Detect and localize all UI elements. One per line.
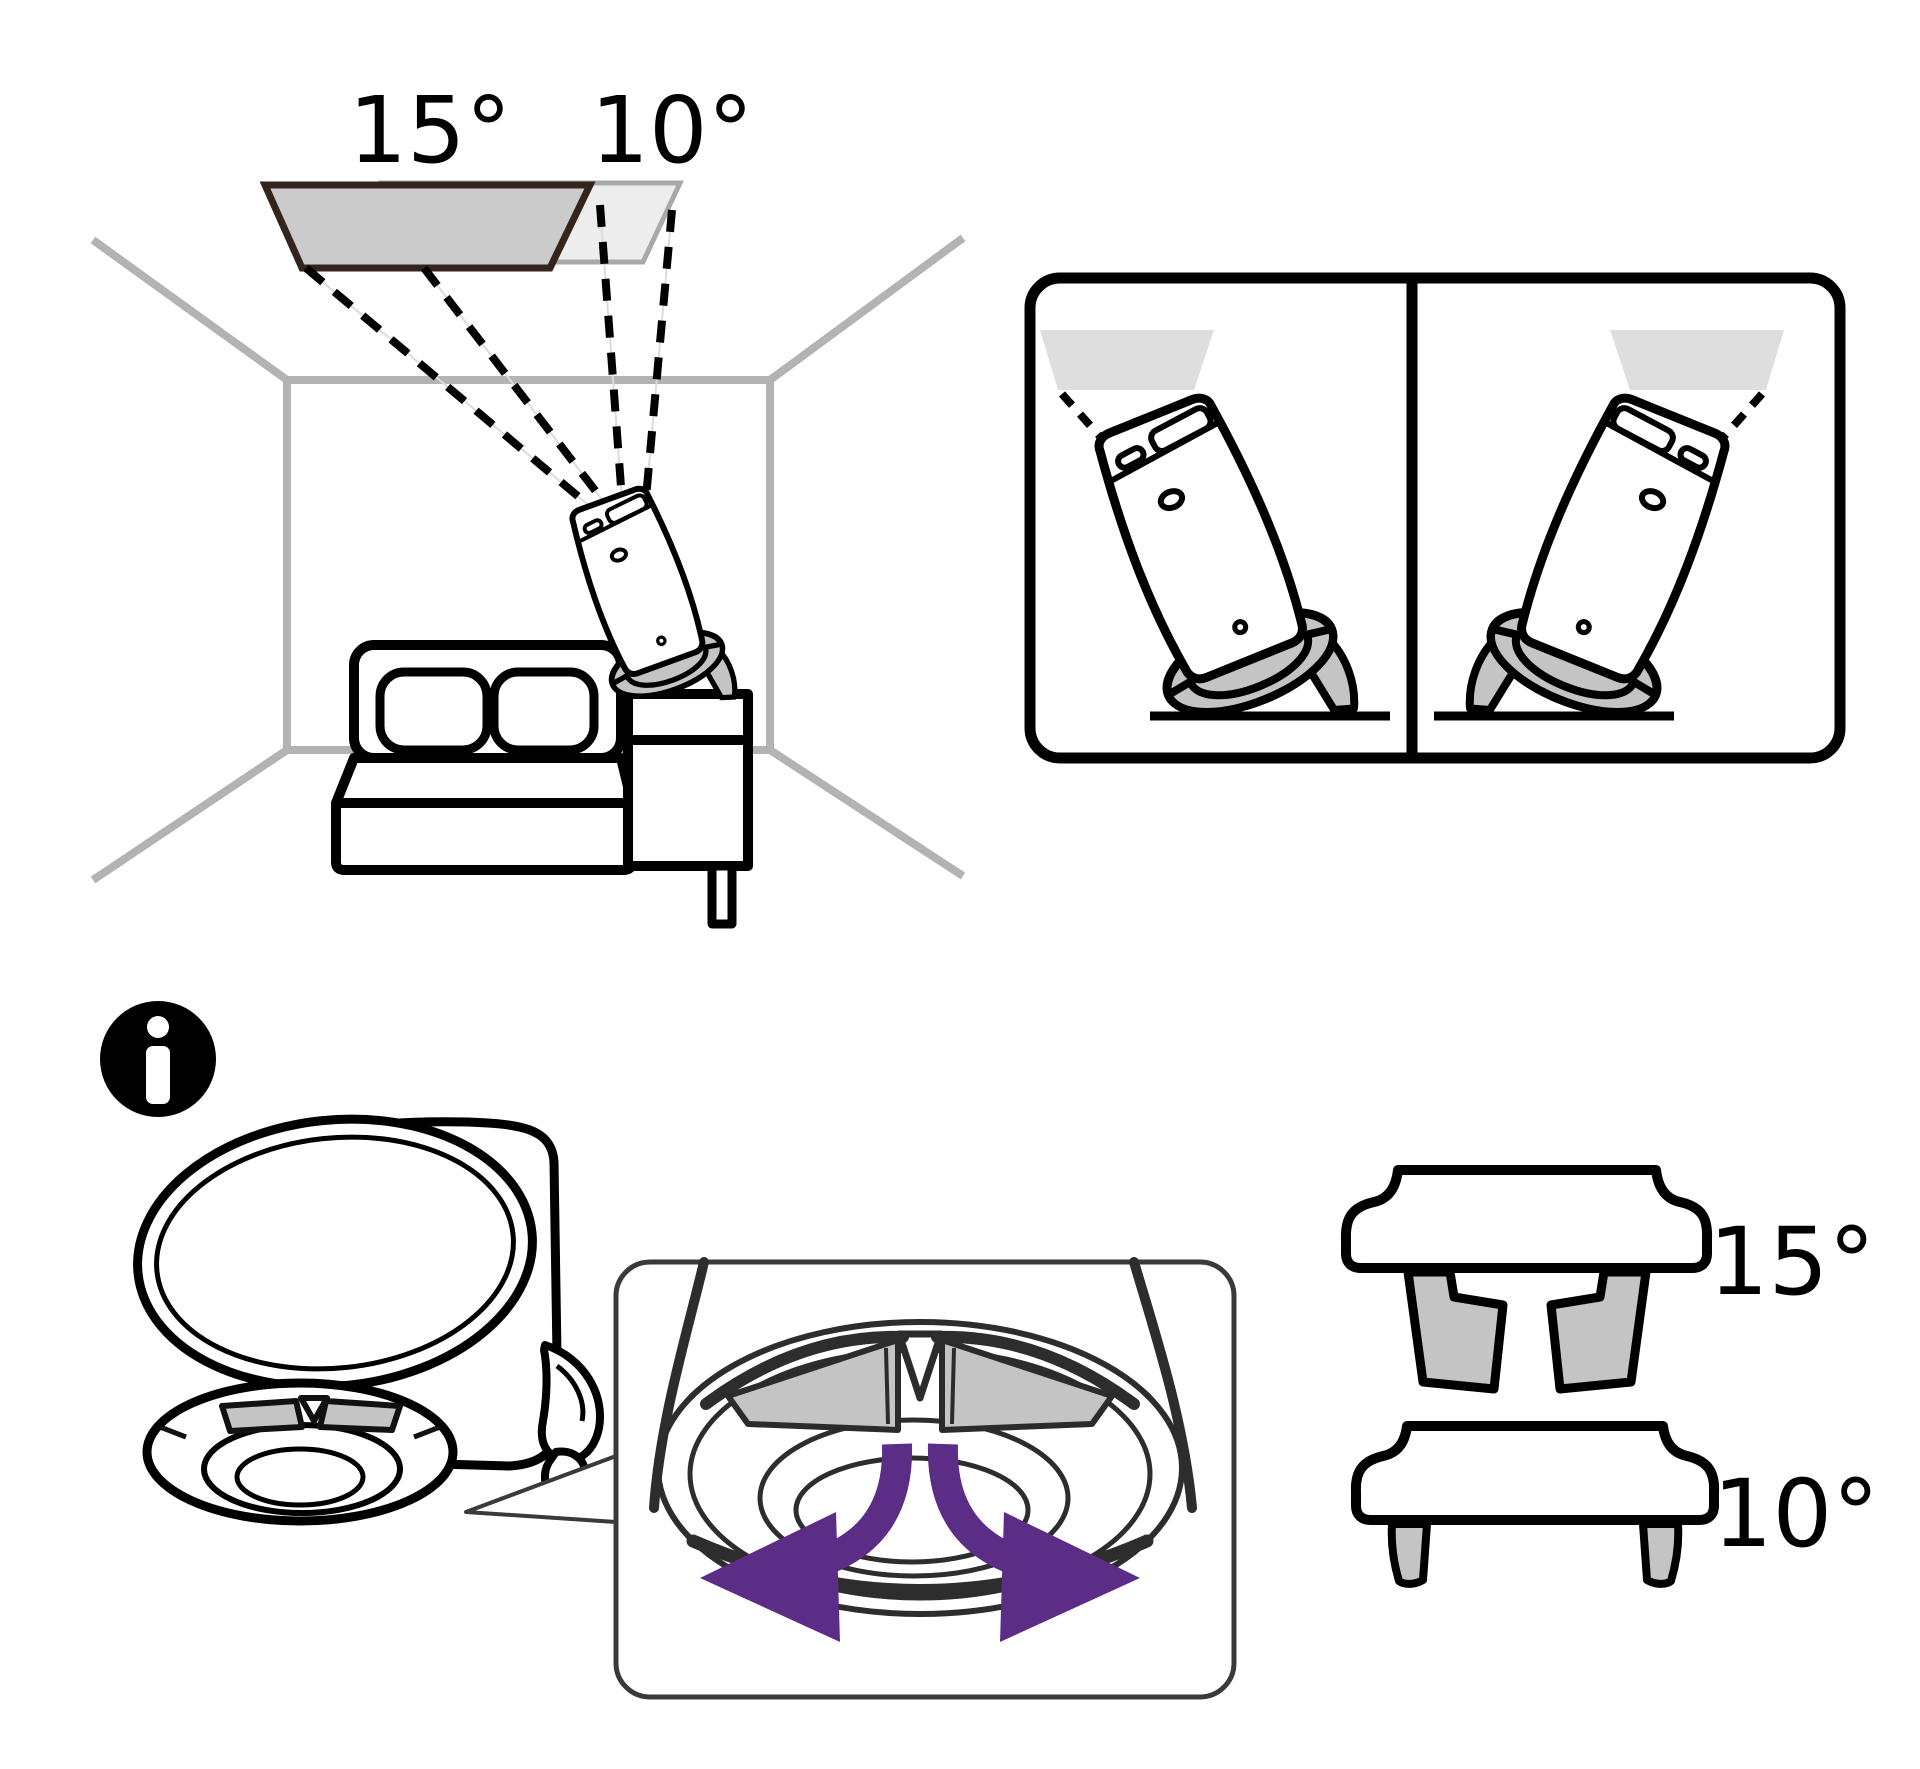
strap-detail-line bbox=[555, 1363, 586, 1422]
projection-dashed-lines bbox=[303, 204, 676, 512]
strap-loop bbox=[537, 1341, 604, 1465]
bed-mattress-front bbox=[331, 798, 637, 875]
rotating-foot-detail-lines bbox=[884, 1347, 956, 1425]
inset-rim-arc-right bbox=[931, 1330, 1140, 1410]
inset-body-edge-right bbox=[1129, 1257, 1197, 1513]
stand-10-foot-left bbox=[1392, 1524, 1427, 1584]
angle-label-15: 15° bbox=[348, 77, 511, 184]
nightstand bbox=[623, 689, 753, 929]
stand-label-10: 10° bbox=[1713, 1460, 1880, 1569]
foot-hinge-center bbox=[895, 1330, 945, 1402]
inset-base-outer-ring bbox=[655, 1319, 1185, 1617]
projector-front-rim-inner bbox=[154, 1134, 516, 1372]
base-foot-slot-right bbox=[317, 1398, 403, 1433]
callout-wedge bbox=[464, 1454, 617, 1524]
rotating-foot-left bbox=[725, 1337, 901, 1433]
stand-15-body bbox=[1340, 1165, 1713, 1273]
ceiling-projection-15 bbox=[259, 181, 596, 272]
bed-mattress-top bbox=[331, 753, 637, 808]
base-ring-inner bbox=[234, 1446, 366, 1508]
stand-10-body bbox=[1350, 1421, 1720, 1525]
rotate-arrow-right-head bbox=[1000, 1512, 1140, 1642]
inset-base-ring-3 bbox=[757, 1417, 1071, 1579]
bed bbox=[331, 640, 637, 875]
info-icon bbox=[100, 1001, 216, 1117]
nightstand-body bbox=[623, 689, 753, 871]
detail-inset bbox=[613, 1257, 1237, 1700]
angle-label-10: 10° bbox=[590, 77, 753, 184]
inset-base-ring-4 bbox=[793, 1455, 1031, 1565]
stand-10-retracted: 10° bbox=[1350, 1421, 1880, 1584]
rotating-foot-right bbox=[939, 1337, 1115, 1433]
projector-bottom-view bbox=[133, 1114, 604, 1526]
base-notch bbox=[298, 1395, 330, 1424]
base-ring-outer bbox=[142, 1378, 458, 1526]
stand-15-foot-right bbox=[1551, 1272, 1646, 1389]
bed-pillow-right bbox=[489, 667, 599, 755]
base-foot-slot-left bbox=[219, 1398, 305, 1434]
base-ring-ticks bbox=[159, 1424, 441, 1440]
rotate-arrow-left-head bbox=[700, 1512, 840, 1642]
bed-pillow-left bbox=[375, 667, 492, 755]
stand-15-foot-left bbox=[1408, 1272, 1503, 1389]
stand-10-foot-right bbox=[1643, 1524, 1678, 1584]
info-icon-dot bbox=[147, 1016, 169, 1038]
info-icon-stem bbox=[146, 1046, 170, 1104]
tilt-comparison-panel bbox=[1024, 272, 1846, 771]
nightstand-leg bbox=[707, 861, 737, 929]
stand-label-15: 15° bbox=[1709, 1208, 1876, 1317]
bedroom-scene: 15° 10° bbox=[90, 77, 966, 929]
stand-15-extended: 15° bbox=[1340, 1165, 1876, 1389]
inset-rim-arc-left bbox=[700, 1330, 909, 1410]
inset-frame bbox=[613, 1259, 1237, 1700]
